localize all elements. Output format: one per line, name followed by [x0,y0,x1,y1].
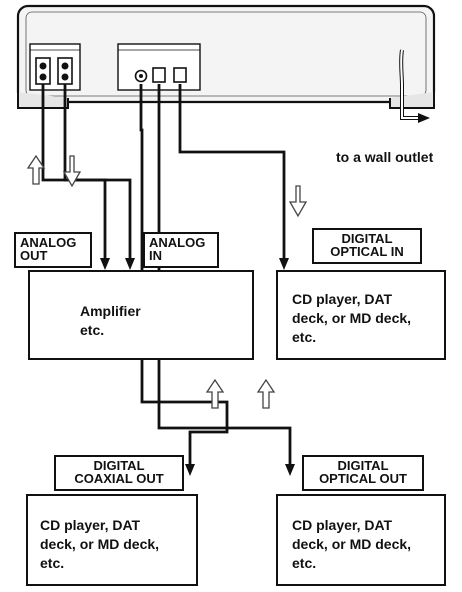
tag-digital-optical-in: DIGITAL OPTICAL IN [312,228,422,264]
optical-in-device-line3: etc. [292,329,317,345]
tag-digital-optical-out-line2: OPTICAL OUT [319,471,407,486]
amplifier-line2: etc. [80,322,105,338]
cable-arrowheads [100,258,295,476]
arrow-up-optical-out [256,378,276,409]
tag-digital-optical-out-line1: DIGITAL [337,458,389,473]
tag-digital-coaxial-out: DIGITAL COAXIAL OUT [54,455,184,491]
tag-analog-out: ANALOG OUT [14,232,92,268]
unit-rear-panel [16,4,436,123]
amplifier-box: Amplifier etc. [28,270,254,360]
tag-analog-in: ANALOG IN [143,232,219,268]
optical-in-device-text: CD player, DAT deck, or MD deck, etc. [292,290,411,347]
arrow-down-optical-in [288,185,308,218]
tag-digital-optical-in-line1: DIGITAL [341,231,393,246]
coaxial-out-device-text: CD player, DAT deck, or MD deck, etc. [40,516,159,573]
tag-analog-out-line1: ANALOG [20,235,77,250]
optical-out-device-line1: CD player, DAT [292,517,393,533]
arrow-down-analog-in [62,155,82,188]
cable-optical-in [178,84,286,262]
tag-digital-optical-out: DIGITAL OPTICAL OUT [302,455,424,491]
tag-digital-coaxial-out-line2: COAXIAL OUT [74,471,164,486]
coaxial-out-device-line2: deck, or MD deck, [40,536,160,552]
cable-analog-in [63,84,132,262]
coaxial-out-device-line3: etc. [40,555,65,571]
optical-in-device-box: CD player, DAT deck, or MD deck, etc. [276,270,446,360]
optical-out-device-box: CD player, DAT deck, or MD deck, etc. [276,494,446,586]
arrow-up-analog-out [26,154,46,185]
coaxial-out-device-box: CD player, DAT deck, or MD deck, etc. [26,494,198,586]
tag-analog-in-line2: IN [149,248,162,263]
optical-out-device-line3: etc. [292,555,317,571]
cable-coaxial [139,84,229,468]
arrow-up-coaxial [205,378,225,409]
optical-in-device-line1: CD player, DAT [292,291,393,307]
tag-analog-in-line1: ANALOG [149,235,206,250]
amplifier-line1: Amplifier [80,303,141,319]
optical-out-device-line2: deck, or MD deck, [292,536,412,552]
amplifier-text: Amplifier etc. [80,302,141,340]
optical-out-device-text: CD player, DAT deck, or MD deck, etc. [292,516,411,573]
tag-digital-coaxial-out-line1: DIGITAL [93,458,145,473]
signal-direction-arrows [26,154,308,409]
optical-in-device-line2: deck, or MD deck, [292,310,412,326]
coaxial-out-device-line1: CD player, DAT [40,517,141,533]
digital-jack-plate [117,43,201,91]
tag-analog-out-line2: OUT [20,248,48,263]
tag-digital-optical-in-line2: OPTICAL IN [330,244,404,259]
wall-outlet-label: to a wall outlet [336,149,434,165]
